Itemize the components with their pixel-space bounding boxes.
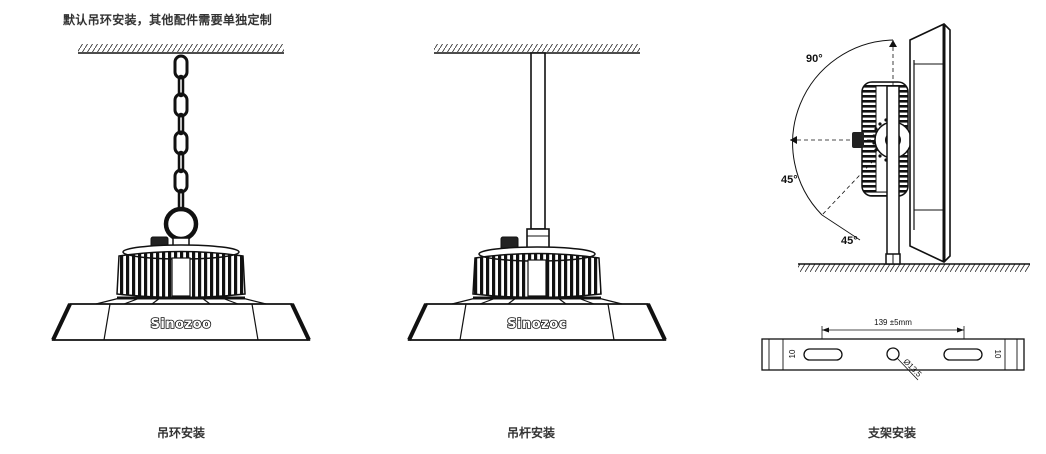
brand-label: Sinozoc	[507, 317, 567, 332]
slot-right-label: 10	[993, 350, 1002, 359]
eye-ring	[163, 206, 199, 242]
bracket-leg	[886, 85, 900, 259]
pendant-rod	[530, 52, 546, 230]
ceiling-hatch	[434, 44, 640, 52]
caption-rod: 吊杆安装	[507, 426, 556, 440]
bracket-side-view: 90° 45° 45°	[781, 23, 1030, 272]
slot-right	[943, 348, 983, 361]
angle-45-bottom-label: 45°	[841, 235, 858, 247]
dimension-length-label: 139 ±5mm	[874, 318, 912, 327]
ring-installation-figure: Sinozoo	[51, 44, 311, 341]
header-note: 默认吊环安装，其他配件需要单独定制	[63, 13, 273, 27]
caption-bracket: 支架安装	[868, 426, 917, 440]
center-hole	[886, 347, 900, 361]
swing-arc	[792, 39, 894, 216]
side-gland	[852, 132, 864, 148]
floor-hatch	[798, 264, 1030, 272]
angle-90-label: 90°	[806, 53, 823, 65]
chain	[173, 54, 189, 212]
caption-ring: 吊环安装	[157, 426, 206, 440]
slot-left	[803, 348, 843, 361]
bracket-plate-view: 139 ±5mm 10 10 Ø13.5	[761, 318, 1025, 381]
ceiling-hatch	[78, 44, 284, 52]
angle-45-mid-label: 45°	[781, 174, 798, 186]
brand-label: Sinozoo	[151, 317, 212, 332]
rod-installation-figure: Sinozoc	[407, 44, 667, 341]
slot-left-label: 10	[788, 349, 797, 358]
